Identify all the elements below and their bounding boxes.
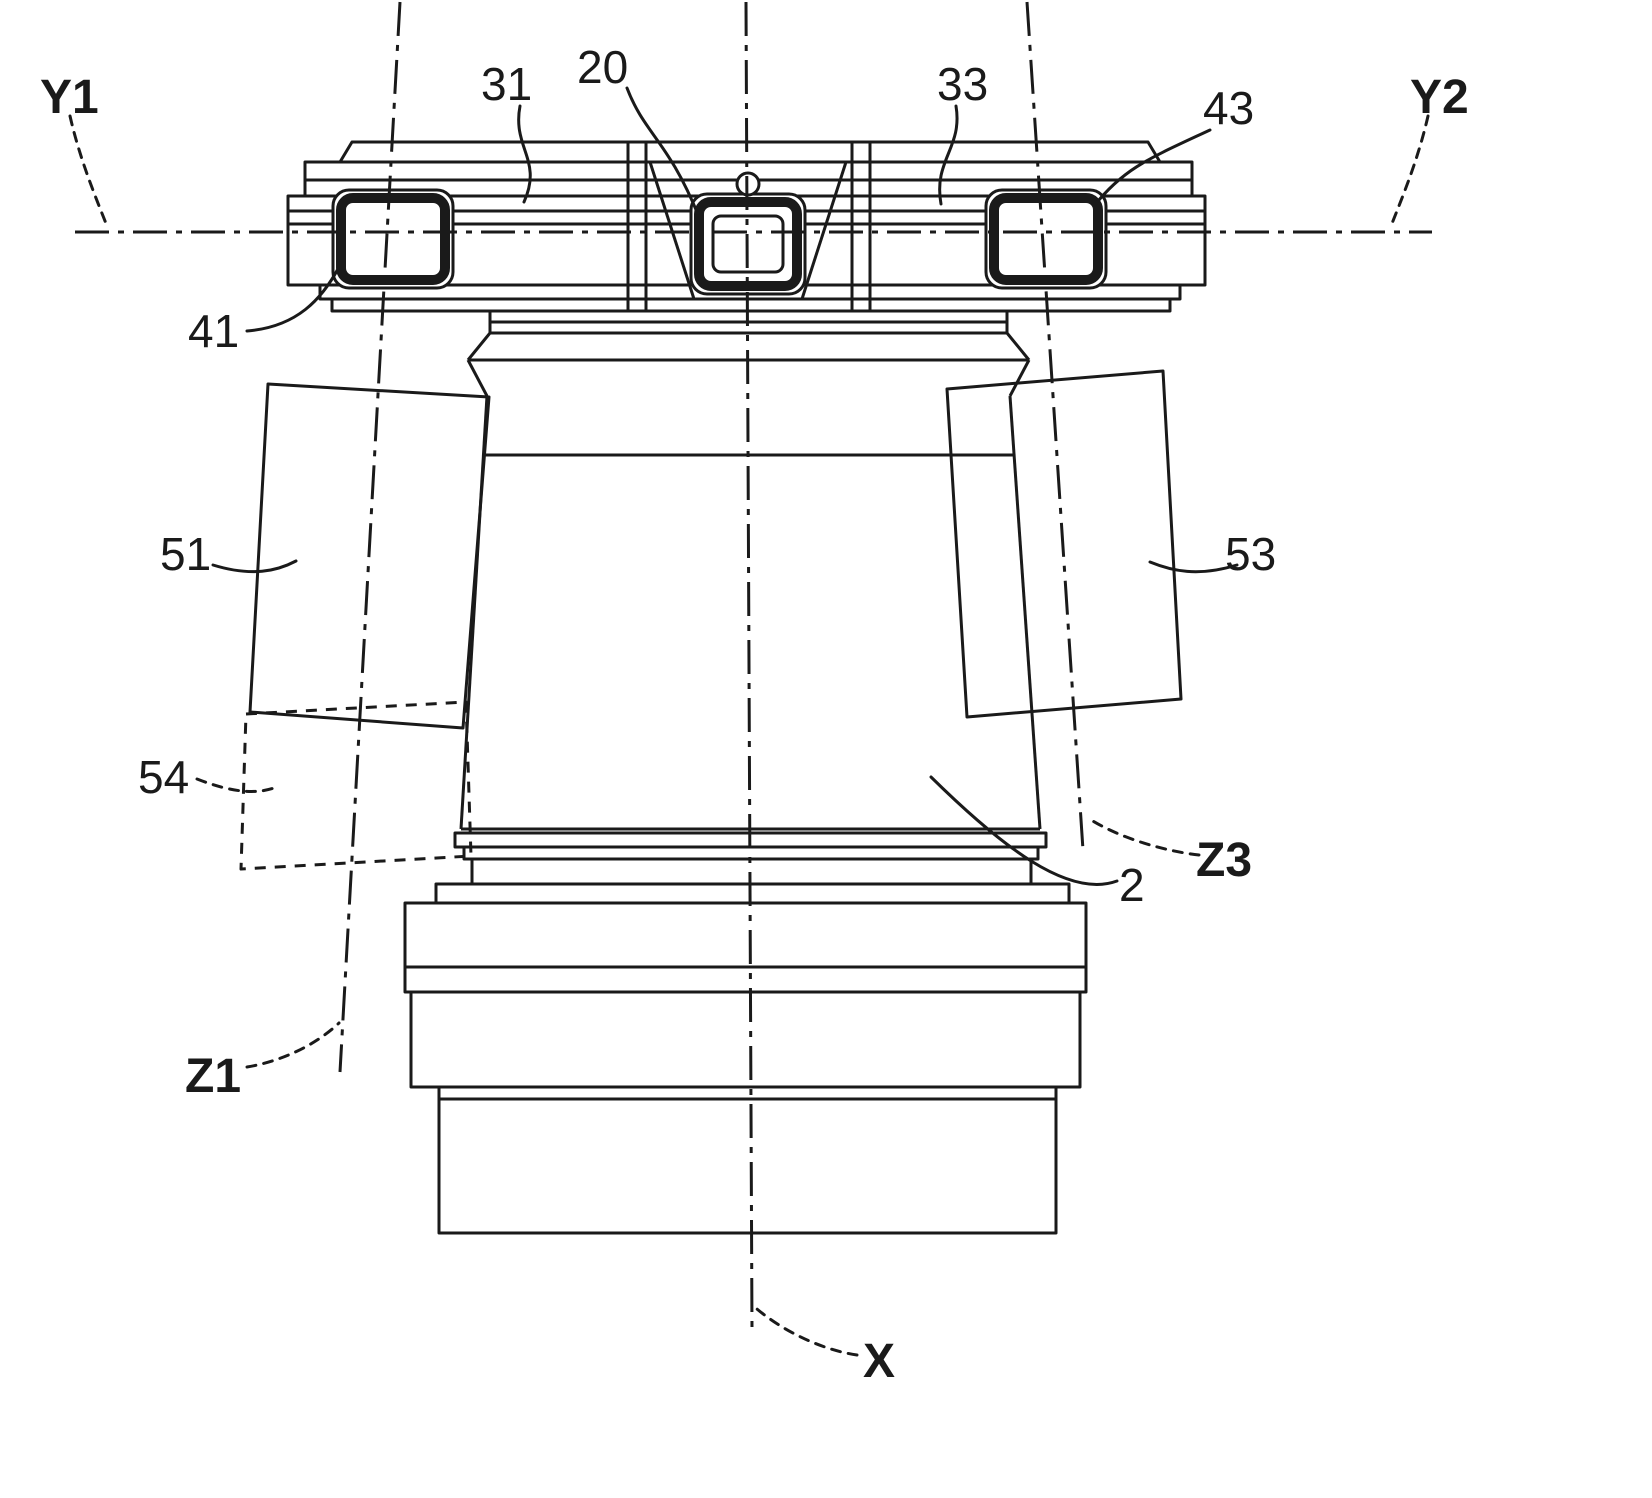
base-stack [403, 831, 1088, 1235]
neck-transition [466, 311, 1031, 397]
leader-31 [517, 104, 532, 204]
collar-right-taper [1008, 359, 1031, 397]
base-ring-3 [470, 857, 1033, 886]
leader-54-dashed [195, 777, 276, 793]
cone-right-edge [1008, 395, 1042, 830]
right-panel-53 [945, 369, 1183, 719]
label-54: 54 [138, 751, 189, 803]
x-axis-line [744, 1, 754, 1331]
top-flange-assembly [286, 140, 1207, 313]
center-pocket-right-diagonal [800, 161, 848, 300]
label-53: 53 [1225, 528, 1276, 580]
label-2: 2 [1119, 859, 1145, 911]
flange-bottom-lip-2 [330, 297, 1172, 313]
label-z1: Z1 [185, 1050, 241, 1103]
label-51: 51 [160, 528, 211, 580]
leader-33 [938, 104, 959, 206]
right-seal-block-outer [984, 188, 1108, 290]
label-y1: Y1 [40, 71, 99, 124]
leader-53 [1148, 560, 1239, 574]
leader-y2-dashed [1389, 114, 1430, 228]
label-20: 20 [577, 41, 628, 93]
base-block-1 [403, 901, 1088, 994]
left-panel-51 [248, 382, 491, 730]
apparatus [239, 140, 1207, 1235]
datum-axes [75, 1, 1432, 1331]
left-seal-block-outer [331, 188, 455, 290]
base-block-2 [409, 990, 1082, 1089]
base-block-3 [437, 1085, 1058, 1235]
label-33: 33 [937, 58, 988, 110]
leader-51 [211, 559, 298, 574]
collar-left-flare [466, 332, 492, 361]
leader-43 [1092, 128, 1212, 208]
label-41: 41 [188, 305, 239, 357]
leader-2 [929, 775, 1119, 886]
z3-axis-line [1025, 1, 1085, 851]
collar-left-taper [466, 359, 489, 397]
label-x: X [863, 1335, 895, 1388]
figure-labels: Y1 Y2 31 20 33 43 41 51 53 54 2 Z3 Z1 X [40, 41, 1469, 1388]
leader-x-dashed [755, 1307, 859, 1357]
label-43: 43 [1203, 82, 1254, 134]
label-z3: Z3 [1196, 834, 1252, 887]
leader-z3-dashed [1086, 816, 1201, 857]
collar-right-flare [1005, 332, 1031, 361]
leader-y1-dashed [68, 114, 109, 228]
leader-lines [68, 86, 1430, 1357]
center-mount-inner [711, 214, 785, 274]
base-lip [434, 882, 1071, 905]
label-y2: Y2 [1410, 71, 1469, 124]
label-31: 31 [481, 58, 532, 110]
hidden-panel-54 [239, 700, 473, 871]
side-panels [239, 369, 1183, 871]
leader-41 [245, 265, 341, 333]
leader-20 [625, 86, 701, 219]
left-seal-block-ring [336, 193, 450, 285]
leader-z1-dashed [245, 1021, 341, 1069]
z1-axis-line [338, 1, 402, 1073]
